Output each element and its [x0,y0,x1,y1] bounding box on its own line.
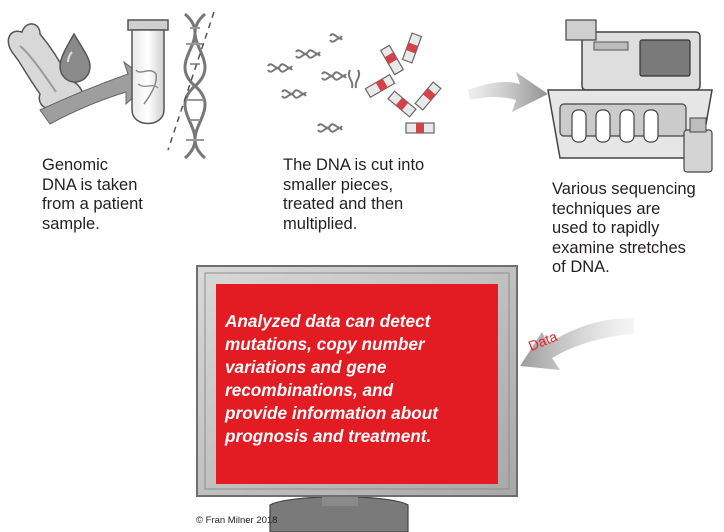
monitor-screen [216,284,498,484]
dna-helix-icon [167,11,215,160]
monitor-screen-text: Analyzed data can detect mutations, copy… [225,311,438,446]
process-arrow-icon [468,72,548,112]
step-1-caption: Genomic DNA is taken from a patient samp… [42,156,143,233]
copyright-credit: © Fran Milner 2018 [196,515,278,526]
dna-fragments-icon [267,33,361,133]
sequencer-icon [547,19,713,173]
vials-icon [364,32,442,134]
test-tube-icon [127,19,169,125]
blood-drop-icon [59,32,91,83]
step-2-caption: The DNA is cut into smaller pieces, trea… [283,156,425,233]
monitor-icon [196,265,518,532]
data-arrow-icon [520,318,634,370]
step-3-caption: Various sequencing techniques are used t… [552,180,696,276]
